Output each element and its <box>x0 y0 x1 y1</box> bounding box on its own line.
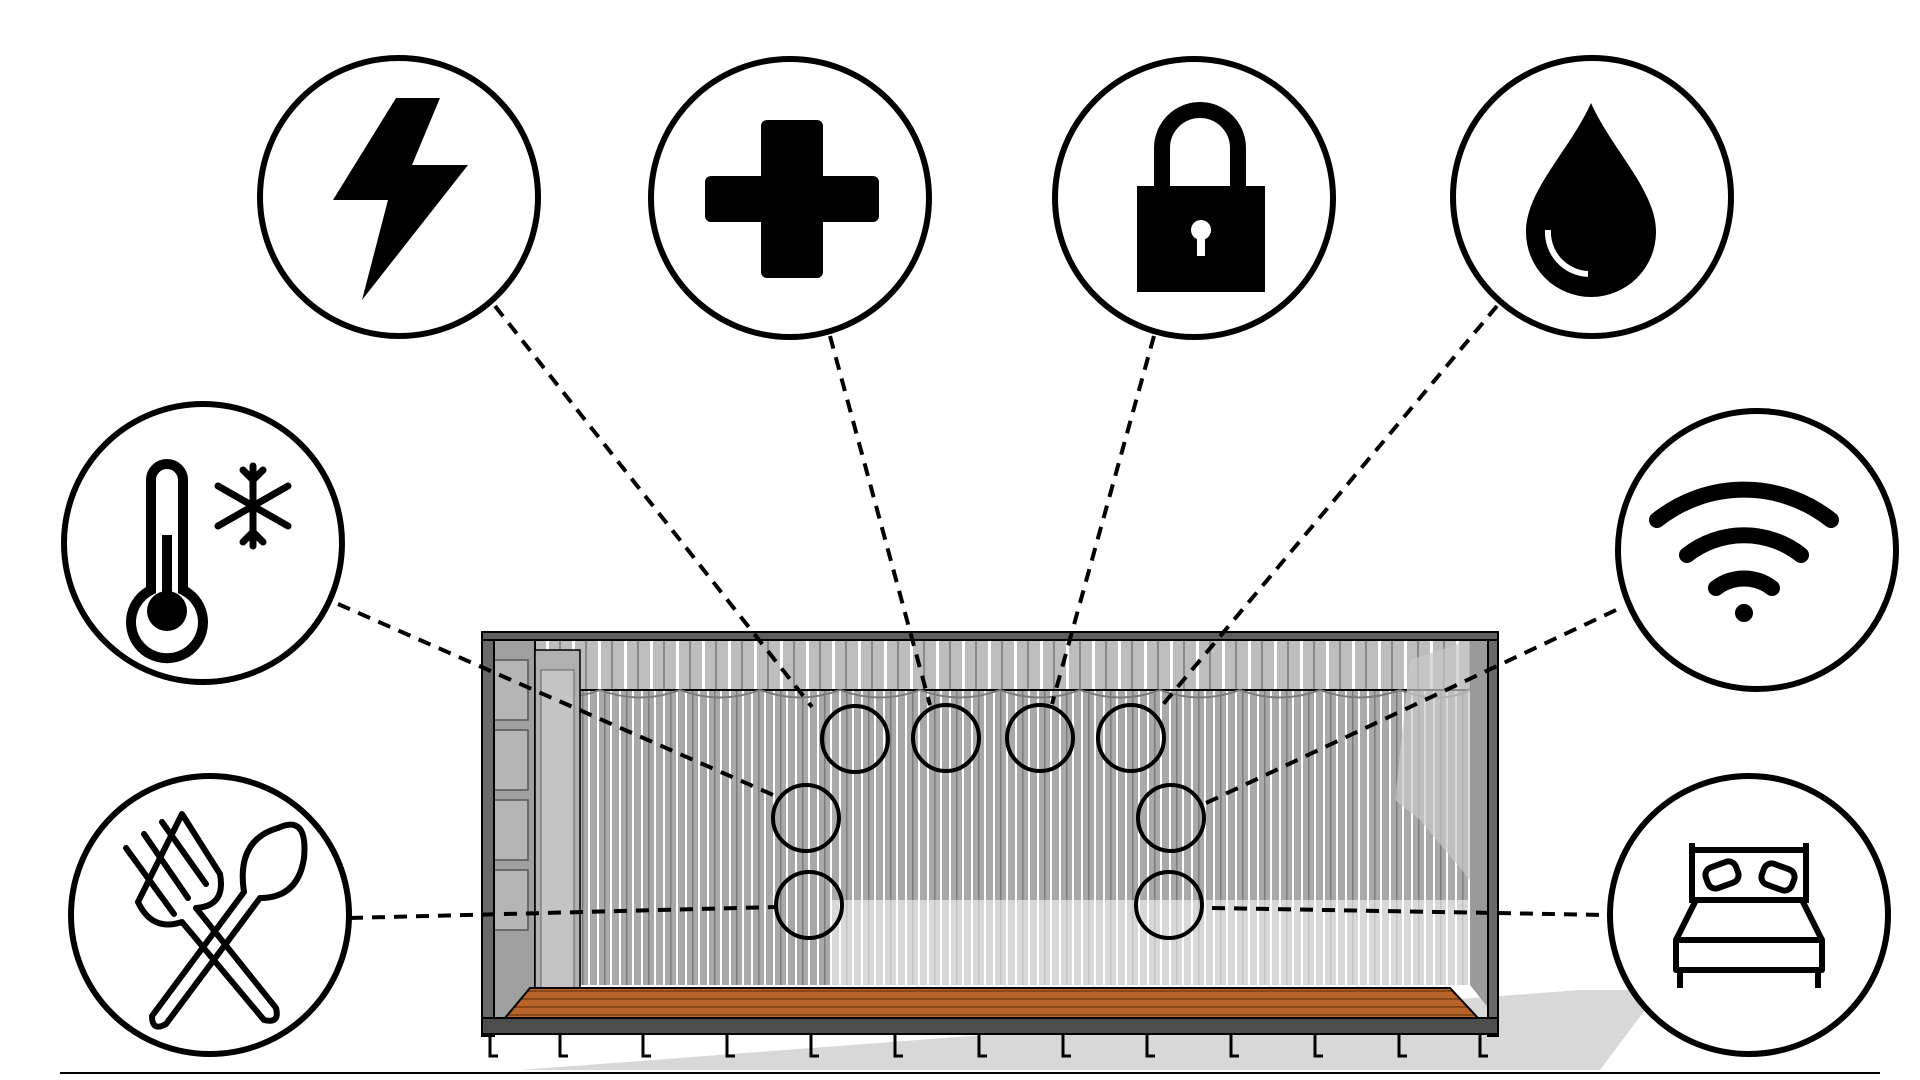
fork-spoon-icon <box>123 811 308 1030</box>
amenity-climate[interactable] <box>61 401 345 685</box>
hotspot-medical[interactable] <box>911 703 981 773</box>
wifi-icon <box>1649 481 1839 622</box>
connector-kitchen <box>349 905 777 920</box>
amenity-medical[interactable] <box>648 56 932 340</box>
connector-lines <box>337 304 1617 920</box>
shipping-container <box>481 631 1499 1058</box>
padlock-icon <box>1137 102 1265 292</box>
connector-medical <box>828 335 932 706</box>
hotspot-rings <box>771 703 1206 940</box>
hotspot-power[interactable] <box>820 704 890 774</box>
container-left-door <box>484 635 581 1027</box>
container-right-wall <box>1470 636 1490 1010</box>
amenity-kitchen[interactable] <box>68 773 352 1057</box>
amenity-power[interactable] <box>257 55 541 339</box>
hotspot-climate[interactable] <box>771 783 841 853</box>
connector-wifi <box>1203 608 1617 806</box>
amenity-water[interactable] <box>1450 55 1734 339</box>
connector-sleeping <box>1211 906 1609 917</box>
container-wood-floor <box>502 987 1481 1019</box>
hotspot-sleeping[interactable] <box>1134 870 1204 940</box>
water-drop-icon <box>1526 103 1656 297</box>
medical-cross-icon <box>705 120 879 278</box>
hotspot-water[interactable] <box>1096 703 1166 773</box>
lightning-bolt-icon <box>333 98 468 300</box>
double-bed-icon <box>1673 843 1825 988</box>
connector-power <box>493 304 814 709</box>
amenity-wifi[interactable] <box>1615 408 1899 692</box>
amenity-security[interactable] <box>1052 56 1336 340</box>
container-ceiling <box>488 635 1492 691</box>
amenity-sleeping[interactable] <box>1607 773 1891 1057</box>
thermometer-snowflake-icon <box>126 459 292 664</box>
hotspot-security[interactable] <box>1005 703 1075 773</box>
connector-security <box>1050 335 1156 705</box>
connector-climate <box>337 602 781 800</box>
hotspot-kitchen[interactable] <box>774 870 844 940</box>
hotspot-wifi[interactable] <box>1136 783 1206 853</box>
container-floor-beams <box>488 1034 1488 1058</box>
